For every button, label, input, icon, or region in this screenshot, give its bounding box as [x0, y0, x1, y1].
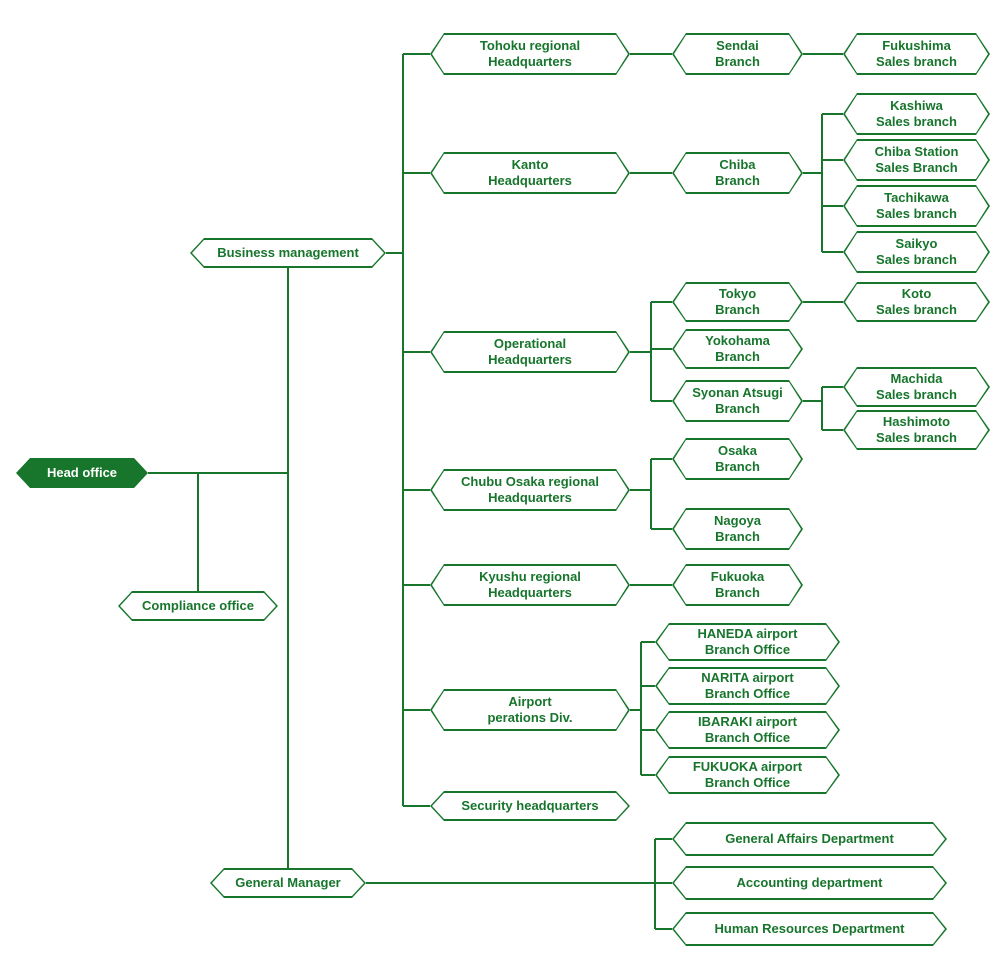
node-chiba-station-sales: Chiba Station Sales Branch — [843, 139, 990, 181]
node-koto-sales: Koto Sales branch — [843, 282, 990, 322]
node-label: Fukushima Sales branch — [876, 38, 957, 69]
node-label: Koto Sales branch — [876, 286, 957, 317]
node-sendai-branch: Sendai Branch — [672, 33, 803, 75]
node-saikyo-sales: Saikyo Sales branch — [843, 231, 990, 273]
node-label: Tokyo Branch — [715, 286, 760, 317]
node-osaka-branch: Osaka Branch — [672, 438, 803, 480]
node-hashimoto-sales: Hashimoto Sales branch — [843, 410, 990, 450]
node-fukushima-sales: Fukushima Sales branch — [843, 33, 990, 75]
node-syonan-atsugi-branch: Syonan Atsugi Branch — [672, 380, 803, 422]
node-haneda-office: HANEDA airport Branch Office — [655, 623, 840, 661]
node-label: Kyushu regional Headquarters — [479, 569, 581, 600]
node-tokyo-branch: Tokyo Branch — [672, 282, 803, 322]
node-airport-operations: Airport perations Div. — [430, 689, 630, 731]
node-label: HANEDA airport Branch Office — [697, 626, 798, 657]
node-general-manager: General Manager — [210, 868, 366, 898]
node-label: General Affairs Department — [725, 831, 894, 846]
node-operational-hq: Operational Headquarters — [430, 331, 630, 373]
node-label: Business management — [217, 245, 359, 260]
node-label: Syonan Atsugi Branch — [692, 385, 783, 416]
node-label: Saikyo Sales branch — [876, 236, 957, 267]
node-label: Fukuoka Branch — [710, 569, 765, 600]
node-human-resources: Human Resources Department — [672, 912, 947, 946]
node-label: Kashiwa Sales branch — [876, 98, 957, 129]
node-kanto-hq: Kanto Headquarters — [430, 152, 630, 194]
node-label: General Manager — [235, 875, 341, 890]
node-label: Chubu Osaka regional Headquarters — [461, 474, 599, 505]
node-label: Human Resources Department — [714, 921, 905, 936]
node-label: Operational Headquarters — [488, 336, 572, 367]
node-label: NARITA airport Branch Office — [701, 670, 794, 701]
node-label: Sendai Branch — [715, 38, 760, 69]
node-label: Compliance office — [142, 598, 254, 613]
node-machida-sales: Machida Sales branch — [843, 367, 990, 407]
node-label: FUKUOKA airport Branch Office — [692, 759, 803, 790]
node-label: Hashimoto Sales branch — [876, 414, 957, 445]
node-head-office: Head office — [16, 458, 148, 488]
node-fukuoka-airport-office: FUKUOKA airport Branch Office — [655, 756, 840, 794]
node-label: Accounting department — [736, 875, 883, 890]
node-narita-office: NARITA airport Branch Office — [655, 667, 840, 705]
node-label: Tohoku regional Headquarters — [479, 38, 581, 69]
node-tohoku-hq: Tohoku regional Headquarters — [430, 33, 630, 75]
node-compliance-office: Compliance office — [118, 591, 278, 621]
node-security-hq: Security headquarters — [430, 791, 630, 821]
node-label: IBARAKI airport Branch Office — [698, 714, 797, 745]
node-chubu-osaka-hq: Chubu Osaka regional Headquarters — [430, 469, 630, 511]
node-chiba-branch: Chiba Branch — [672, 152, 803, 194]
node-label: Yokohama Branch — [705, 333, 770, 364]
node-label: Chiba Station Sales Branch — [874, 144, 959, 175]
node-kashiwa-sales: Kashiwa Sales branch — [843, 93, 990, 135]
node-general-affairs: General Affairs Department — [672, 822, 947, 856]
node-label: Chiba Branch — [715, 157, 760, 188]
node-label: Nagoya Branch — [714, 513, 761, 544]
node-fukuoka-branch: Fukuoka Branch — [672, 564, 803, 606]
node-label: Kanto Headquarters — [488, 157, 572, 188]
node-label: Security headquarters — [461, 798, 599, 813]
node-label: Head office — [46, 465, 118, 480]
node-label: Tachikawa Sales branch — [876, 190, 957, 221]
node-accounting: Accounting department — [672, 866, 947, 900]
node-business-management: Business management — [190, 238, 386, 268]
node-ibaraki-office: IBARAKI airport Branch Office — [655, 711, 840, 749]
node-nagoya-branch: Nagoya Branch — [672, 508, 803, 550]
node-label: Osaka Branch — [715, 443, 760, 474]
node-label: Machida Sales branch — [876, 371, 957, 402]
node-kyushu-hq: Kyushu regional Headquarters — [430, 564, 630, 606]
node-label: Airport perations Div. — [487, 694, 573, 725]
node-yokohama-branch: Yokohama Branch — [672, 329, 803, 369]
node-tachikawa-sales: Tachikawa Sales branch — [843, 185, 990, 227]
